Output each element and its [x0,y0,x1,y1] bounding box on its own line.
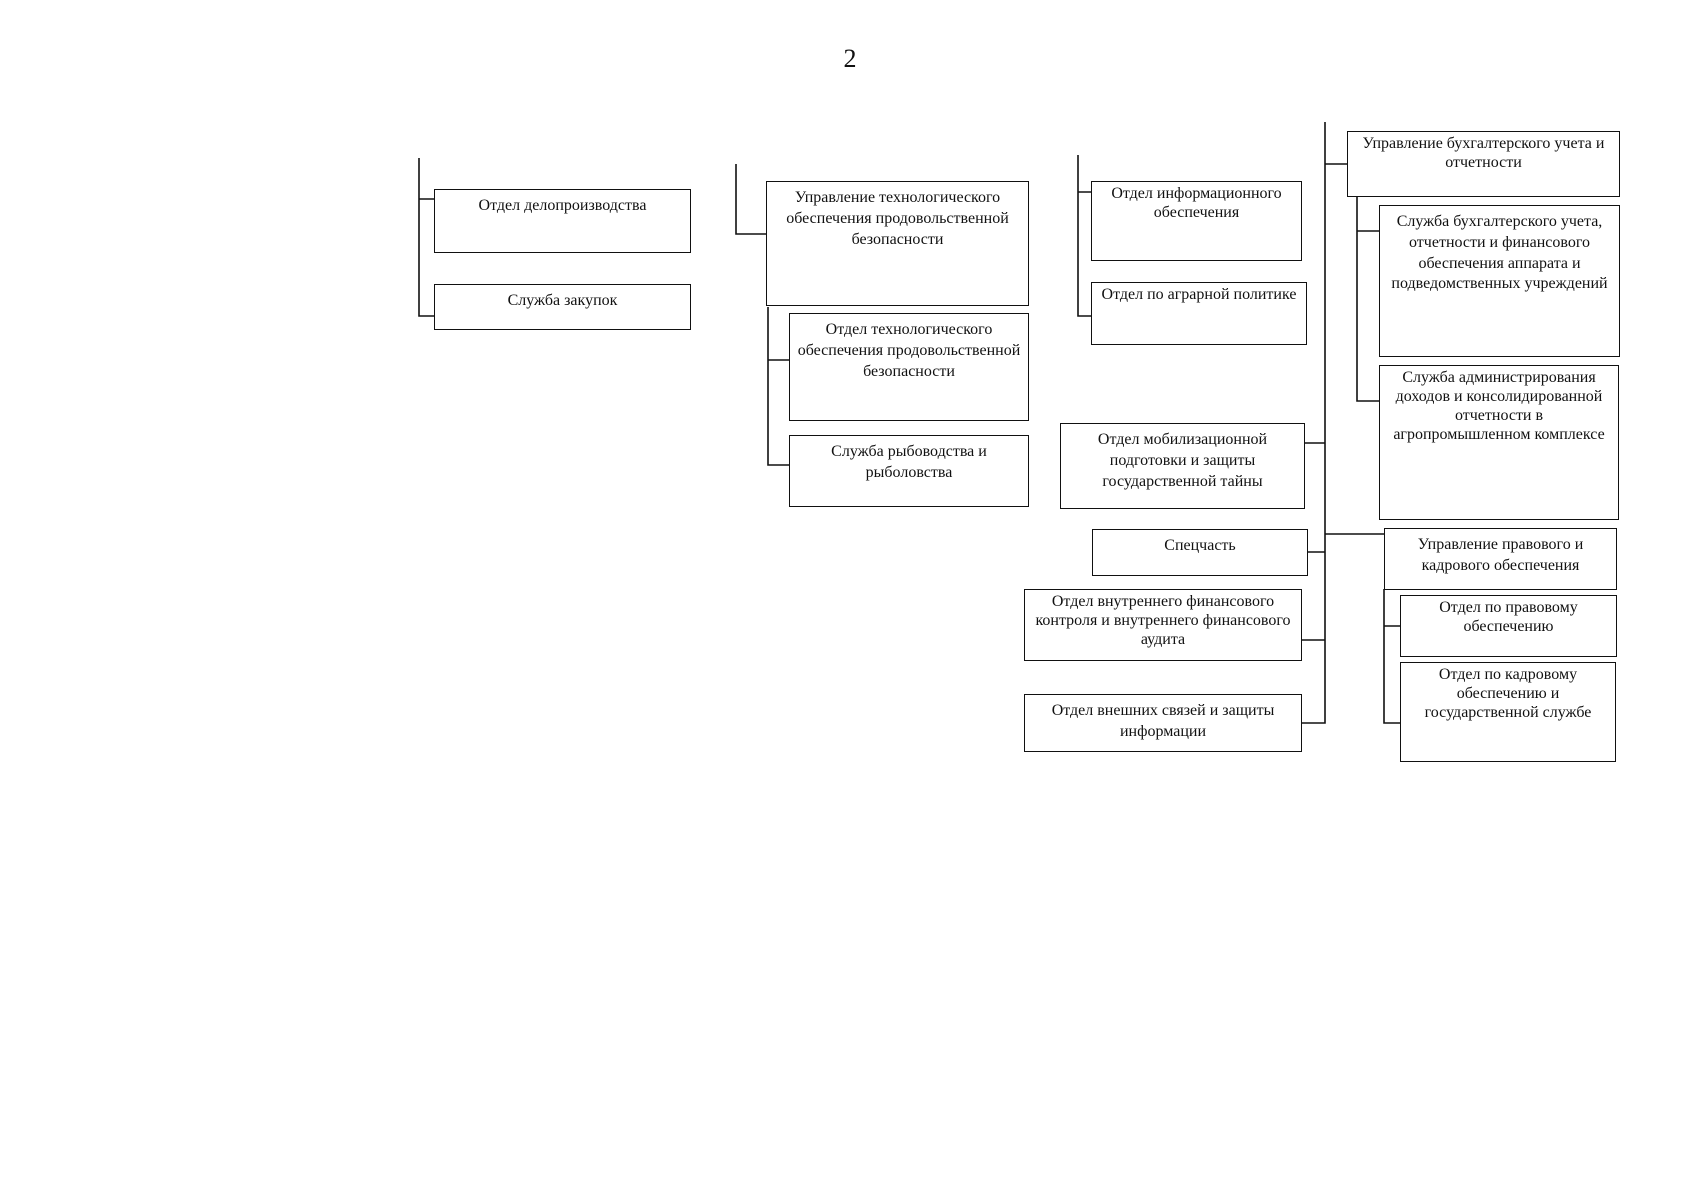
org-box-revenue-admin-service: Служба администрирования доходов и консо… [1379,365,1619,520]
org-box-external-relations-dept: Отдел внешних связей и защиты информации [1024,694,1302,752]
org-box-info-support-dept: Отдел информационного обеспечения [1091,181,1302,261]
org-box-records-dept: Отдел делопроизводства [434,189,691,253]
page-number: 2 [843,44,857,73]
org-box-agrarian-policy-dept: Отдел по аграрной политике [1091,282,1307,345]
org-box-procurement-service: Служба закупок [434,284,691,330]
org-box-accounting-directorate: Управление бухгалтерского учета и отчетн… [1347,131,1620,197]
org-box-hr-dept: Отдел по кадровому обеспечению и государ… [1400,662,1616,762]
org-box-tech-food-security-dept: Отдел технологического обеспечения продо… [789,313,1029,421]
org-box-fish-service: Служба рыбоводства и рыболовства [789,435,1029,507]
org-box-special-unit: Спецчасть [1092,529,1308,576]
org-box-mobilization-dept: Отдел мобилизационной подготовки и защит… [1060,423,1305,509]
org-box-internal-audit-dept: Отдел внутреннего финансового контроля и… [1024,589,1302,661]
org-box-legal-dept: Отдел по правовому обеспечению [1400,595,1617,657]
org-box-accounting-service: Служба бухгалтерского учета, отчетности … [1379,205,1620,357]
org-box-tech-food-security-directorate: Управление технологического обеспечения … [766,181,1029,306]
org-box-legal-hr-directorate: Управление правового и кадрового обеспеч… [1384,528,1617,590]
